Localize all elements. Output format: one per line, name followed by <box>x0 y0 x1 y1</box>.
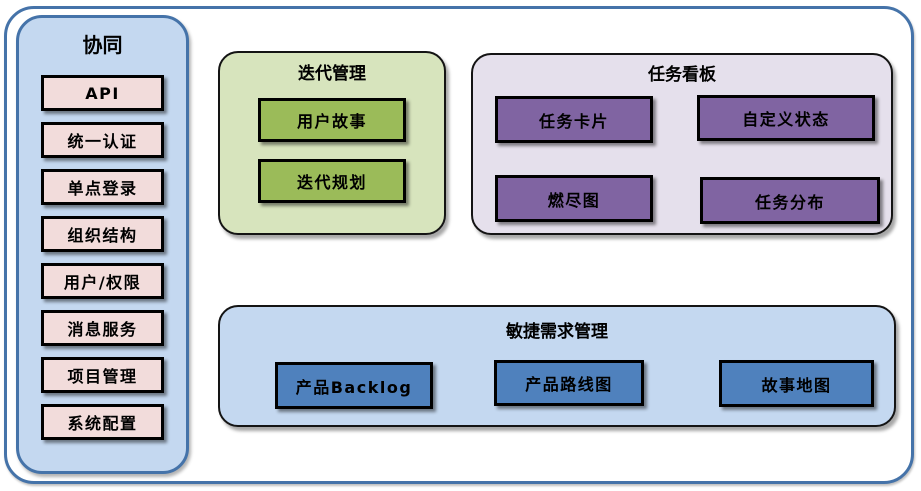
outer-frame: 协同 API 统一认证 单点登录 组织结构 用户/权限 消息服务 项目管理 系统… <box>4 6 914 484</box>
feature-project-management: 项目管理 <box>41 357 164 393</box>
feature-org-structure: 组织结构 <box>41 216 164 252</box>
feature-system-config: 系统配置 <box>41 404 164 440</box>
feature-message-service: 消息服务 <box>41 310 164 346</box>
feature-user-story: 用户故事 <box>258 98 406 142</box>
feature-iteration-planning: 迭代规划 <box>258 159 406 203</box>
panel-task-board-title: 任务看板 <box>648 65 716 85</box>
feature-product-roadmap: 产品路线图 <box>494 360 644 406</box>
feature-story-map: 故事地图 <box>719 360 874 407</box>
panel-collaboration-title: 协同 <box>82 33 123 57</box>
feature-task-distribution: 任务分布 <box>700 177 880 224</box>
feature-unified-auth: 统一认证 <box>41 122 164 158</box>
feature-single-sign-on: 单点登录 <box>41 169 164 205</box>
feature-task-card: 任务卡片 <box>495 96 653 143</box>
feature-api: API <box>41 75 164 111</box>
feature-product-backlog: 产品Backlog <box>275 362 433 409</box>
panel-task-board: 任务看板 任务卡片 自定义状态 燃尽图 任务分布 <box>471 53 893 235</box>
panel-agile-requirements-title: 敏捷需求管理 <box>506 322 608 342</box>
feature-burndown-chart: 燃尽图 <box>495 175 653 222</box>
panel-iteration-management: 迭代管理 用户故事 迭代规划 <box>218 51 446 235</box>
panel-iteration-title: 迭代管理 <box>298 64 366 84</box>
feature-custom-status: 自定义状态 <box>697 95 875 141</box>
panel-agile-requirements: 敏捷需求管理 产品Backlog 产品路线图 故事地图 <box>218 305 896 427</box>
panel-collaboration: 协同 API 统一认证 单点登录 组织结构 用户/权限 消息服务 项目管理 系统… <box>16 15 189 474</box>
feature-user-permissions: 用户/权限 <box>41 263 164 299</box>
